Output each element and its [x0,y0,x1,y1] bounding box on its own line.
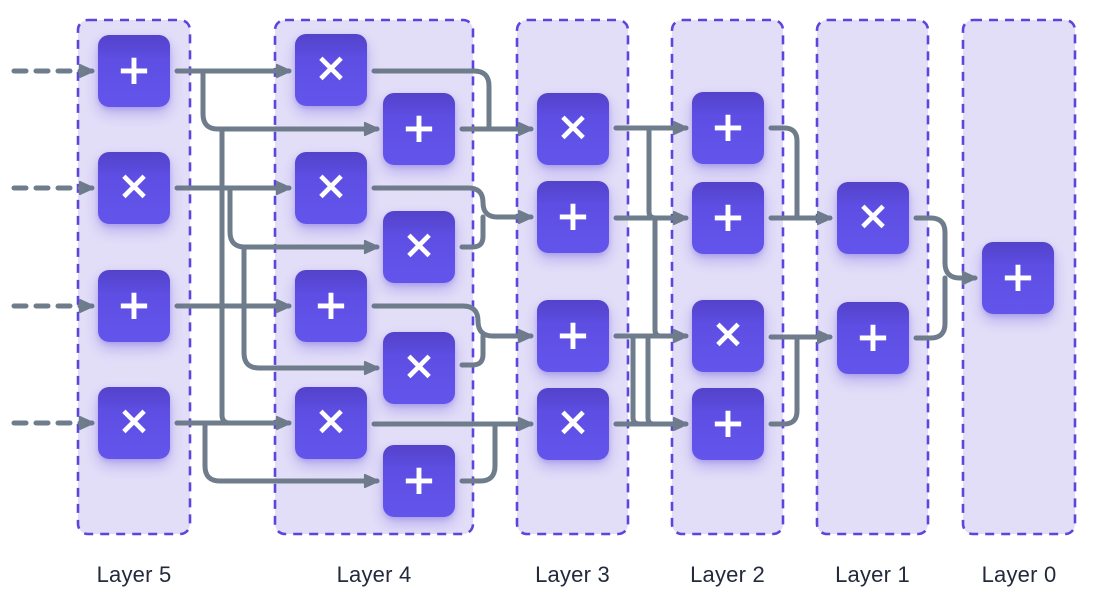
node-symbol: × [402,222,436,268]
wire [768,334,800,427]
node-add: + [383,93,455,165]
layer-label: Layer 5 [96,562,172,587]
node-symbol: + [555,190,591,240]
node-symbol: + [116,279,152,329]
layer-label: Layer 2 [690,562,765,587]
node-symbol: + [555,309,591,359]
node-mul: × [837,182,909,254]
node-mul: × [383,211,455,283]
node-mul: × [537,388,609,460]
node-mul: × [98,387,170,459]
node-add: + [837,302,909,374]
wire [630,333,649,427]
node-symbol: × [856,193,890,239]
node-symbol: + [855,311,891,361]
wire-arrow [241,244,380,376]
layer-label: Layer 1 [835,562,910,587]
node-mul: × [98,152,170,224]
wire-arrow [200,68,380,137]
node-add: + [982,242,1054,314]
wire [459,214,486,250]
node-symbol: × [556,104,590,150]
node-add: + [537,181,609,253]
wire [646,125,665,221]
node-symbol: + [1000,251,1036,301]
wire [219,126,241,426]
node-symbol: × [314,398,348,444]
node-mul: × [692,300,764,372]
node-mul: × [295,387,367,459]
layer-box [815,18,930,536]
node-add: + [692,92,764,164]
node-symbol: + [710,101,746,151]
node-add: + [537,300,609,372]
wire [371,68,492,132]
node-mul: × [537,93,609,165]
node-add: + [98,270,170,342]
node-symbol: × [117,163,151,209]
node-symbol: × [314,45,348,91]
wire-arrow [371,185,534,225]
node-mul: × [383,332,455,404]
node-add: + [692,182,764,254]
wire-arrow [913,215,978,286]
node-symbol: + [116,44,152,94]
layer-label: Layer 4 [336,562,412,587]
node-symbol: + [710,191,746,241]
node-symbol: + [401,102,437,152]
wire [645,333,663,427]
node-add: + [383,445,455,517]
wire [652,215,670,339]
layer-label: Layer 0 [981,562,1057,587]
wire [459,421,498,484]
wire [768,125,800,221]
node-symbol: + [710,397,746,447]
node-add: + [295,270,367,342]
node-mul: × [295,152,367,224]
wire [913,275,948,341]
node-symbol: + [401,454,437,504]
node-add: + [98,35,170,107]
node-symbol: × [314,163,348,209]
wire-arrow [371,303,534,344]
node-symbol: + [313,279,349,329]
node-symbol: × [556,399,590,445]
node-symbol: × [402,343,436,389]
node-symbol: × [711,311,745,357]
layer-label: Layer 3 [535,562,610,587]
node-symbol: × [117,398,151,444]
node-add: + [692,388,764,460]
node-mul: × [295,34,367,106]
wire [459,333,486,368]
wire-arrow [202,420,380,489]
